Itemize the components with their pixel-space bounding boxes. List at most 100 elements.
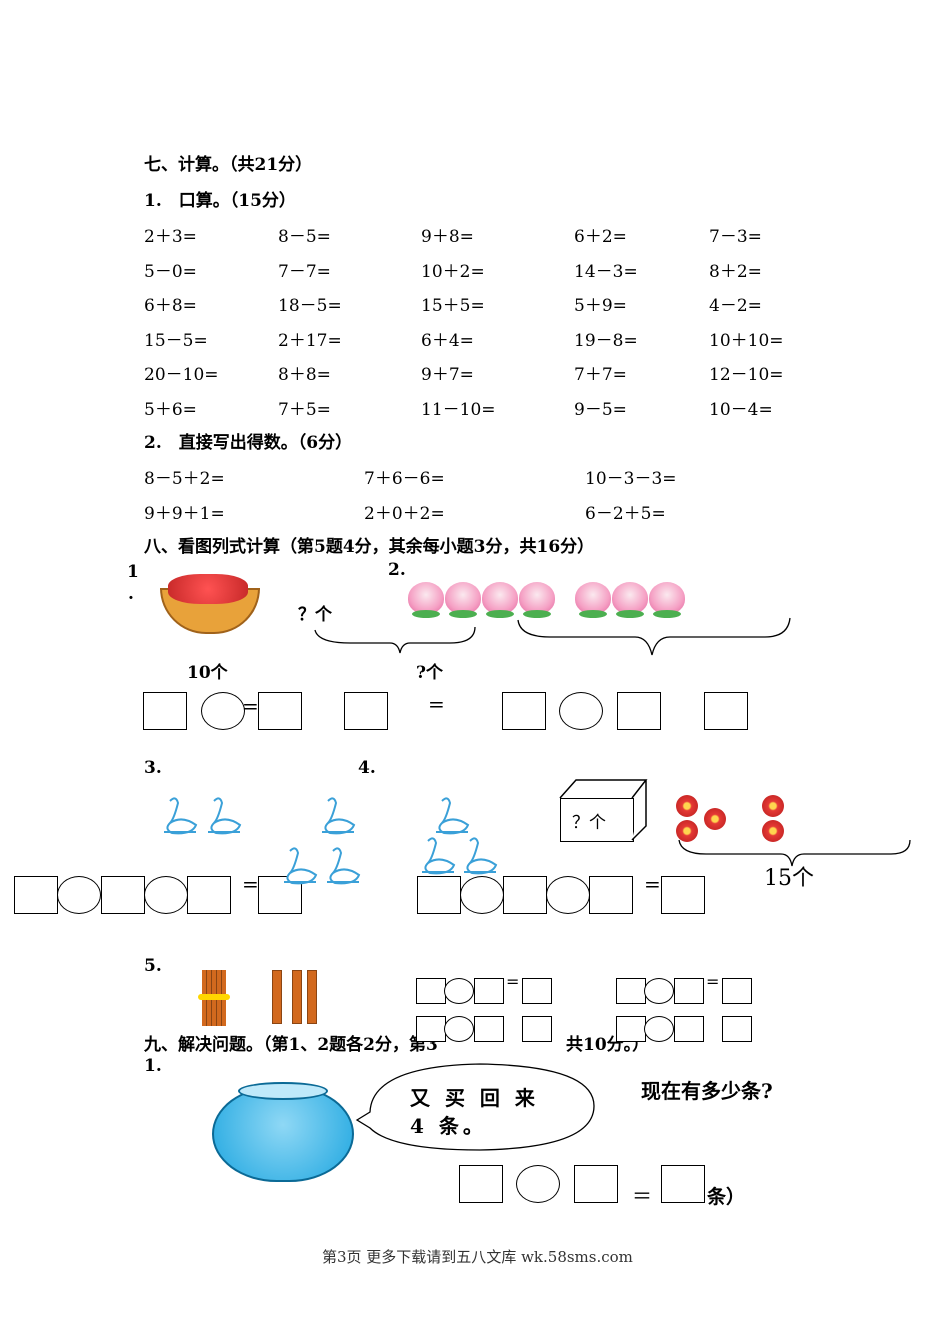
answer-box[interactable] xyxy=(722,978,752,1004)
answer-box[interactable] xyxy=(522,1016,552,1042)
math-item: 19－8= xyxy=(574,330,638,351)
math-item: 7＋7= xyxy=(574,365,627,385)
p2-unknown-label: ?个 xyxy=(416,663,443,683)
answer-box[interactable] xyxy=(474,978,504,1004)
section-9-title: 九、解决问题。（第1、2题各2分，第3 xyxy=(144,1035,438,1055)
answer-box[interactable] xyxy=(502,692,546,730)
math-item: 18－5= xyxy=(278,296,342,316)
operator-circle[interactable] xyxy=(516,1165,560,1203)
swan-image xyxy=(162,795,198,835)
math-item: 11－10= xyxy=(421,399,496,420)
peach-image xyxy=(408,582,444,618)
operator-circle[interactable] xyxy=(644,1016,674,1042)
p1-unknown-label: ？个 xyxy=(298,605,332,625)
q2-title: 2. 直接写出得数。（6分） xyxy=(144,433,353,453)
q1-title: 1. 口算。（15分） xyxy=(144,191,296,211)
answer-box[interactable] xyxy=(616,978,646,1004)
equals-sign: = xyxy=(506,972,520,991)
operator-circle[interactable] xyxy=(57,876,101,914)
brace-lines xyxy=(314,617,791,656)
answer-box[interactable] xyxy=(617,692,661,730)
answer-box[interactable] xyxy=(187,876,231,914)
answer-box[interactable] xyxy=(14,876,58,914)
math-item: 6＋8= xyxy=(144,296,197,316)
operator-circle[interactable] xyxy=(201,692,245,730)
math-item: 20－10= xyxy=(144,365,219,385)
p4-total-label: 15个 xyxy=(764,866,814,891)
box-3d-lines xyxy=(559,779,648,841)
answer-box[interactable] xyxy=(416,978,446,1004)
math-item: 2＋17= xyxy=(278,330,342,351)
math-item: 10＋2= xyxy=(421,261,485,282)
answer-box[interactable] xyxy=(704,692,748,730)
math-item: 9＋9＋1= xyxy=(144,503,225,524)
answer-box[interactable] xyxy=(522,978,552,1004)
flower-image xyxy=(762,795,784,817)
answer-box[interactable] xyxy=(344,692,388,730)
answer-box[interactable] xyxy=(661,876,705,914)
math-item: 9＋7= xyxy=(421,365,474,385)
strawberries-image xyxy=(168,574,248,604)
operator-circle[interactable] xyxy=(444,1016,474,1042)
equals-sign: ＝ xyxy=(632,1184,652,1208)
math-item: 8－5= xyxy=(278,227,331,247)
answer-box[interactable] xyxy=(589,876,633,914)
math-item: 12－10= xyxy=(709,365,784,385)
math-item: 15＋5= xyxy=(421,296,485,316)
answer-box[interactable] xyxy=(661,1165,705,1203)
peach-image xyxy=(649,582,685,618)
operator-circle[interactable] xyxy=(546,876,590,914)
equals-sign: = xyxy=(428,692,445,716)
s9-p1-number: 1. xyxy=(144,1056,162,1076)
answer-box[interactable] xyxy=(416,1016,446,1042)
swan-image xyxy=(320,795,356,835)
math-item: 7＋6－6= xyxy=(364,469,445,489)
flower-image xyxy=(676,795,698,817)
swan-image xyxy=(462,835,498,875)
fishbowl-rim xyxy=(238,1082,328,1100)
answer-box[interactable] xyxy=(674,1016,704,1042)
math-item: 5－0= xyxy=(144,261,197,282)
operator-circle[interactable] xyxy=(444,978,474,1004)
math-item: 14－3= xyxy=(574,261,638,282)
operator-circle[interactable] xyxy=(460,876,504,914)
answer-box[interactable] xyxy=(616,1016,646,1042)
answer-box[interactable] xyxy=(503,876,547,914)
answer-box[interactable] xyxy=(474,1016,504,1042)
math-item: 5＋9= xyxy=(574,296,627,316)
answer-box[interactable] xyxy=(417,876,461,914)
math-item: 10－3－3= xyxy=(585,469,677,489)
math-item: 7＋5= xyxy=(278,399,331,420)
answer-box[interactable] xyxy=(459,1165,503,1203)
equals-sign: = xyxy=(242,694,259,718)
math-item: 6＋2= xyxy=(574,227,627,247)
answer-box[interactable] xyxy=(143,692,187,730)
answer-box[interactable] xyxy=(258,692,302,730)
p1-total-label: 10个 xyxy=(187,663,228,683)
answer-box[interactable] xyxy=(722,1016,752,1042)
math-item: 5＋6= xyxy=(144,399,197,420)
section-7-title: 七、计算。（共21分） xyxy=(144,155,313,175)
p3-number: 3. xyxy=(144,758,162,778)
math-item: 6－2＋5= xyxy=(585,503,666,524)
math-item: 8＋8= xyxy=(278,365,331,385)
total-brace xyxy=(678,839,911,867)
equals-sign: = xyxy=(242,872,259,896)
pencil-image xyxy=(292,970,302,1024)
math-item: 4－2= xyxy=(709,296,762,316)
answer-box[interactable] xyxy=(674,978,704,1004)
answer-box[interactable] xyxy=(101,876,145,914)
math-item: 2＋0＋2= xyxy=(364,503,445,524)
math-item: 9－5= xyxy=(574,399,627,420)
p2-number: 2. xyxy=(388,560,406,580)
flower-image xyxy=(676,820,698,842)
answer-box[interactable] xyxy=(574,1165,618,1203)
operator-circle[interactable] xyxy=(144,876,188,914)
operator-circle[interactable] xyxy=(644,978,674,1004)
operator-circle[interactable] xyxy=(559,692,603,730)
peach-image xyxy=(445,582,481,618)
speech-bubble xyxy=(355,1063,595,1151)
peach-image xyxy=(482,582,518,618)
math-item: 8＋2= xyxy=(709,261,762,282)
pencil-image xyxy=(307,970,317,1024)
